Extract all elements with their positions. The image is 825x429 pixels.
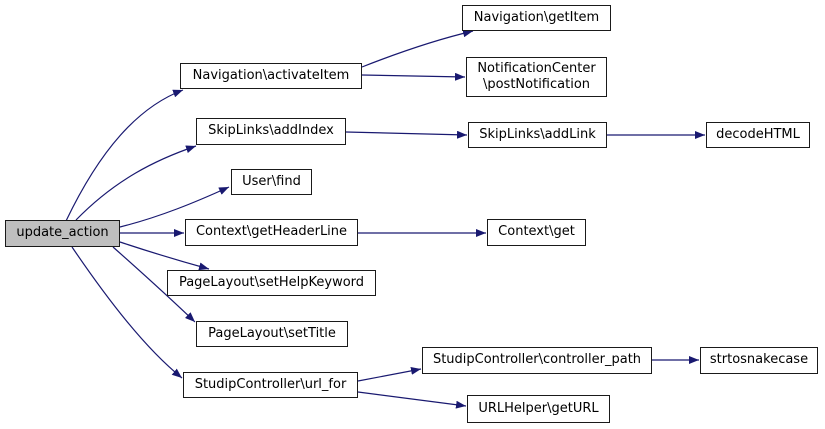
node-user-find[interactable]: User\find [231,169,312,195]
edge-update-action-to-pagelayout-settitle [112,246,196,323]
node-navigation-getitem[interactable]: Navigation\getItem [462,5,611,31]
node-urlhelper-geturl[interactable]: URLHelper\getURL [467,395,610,423]
node-pagelayout-settitle[interactable]: PageLayout\setTitle [196,321,348,347]
node-strtosnakecase[interactable]: strtosnakecase [700,347,818,374]
edge-update-action-to-skiplinks-addindex [75,145,197,221]
node-update-action: update_action [5,220,120,247]
edge-studipcontroller-url-for-to-controller-path [357,366,422,382]
edge-update-action-to-user-find [119,186,230,228]
node-pagelayout-sethelpkeyword[interactable]: PageLayout\setHelpKeyword [167,270,376,296]
edge-studipcontroller-url-for-to-urlhelper-geturl [357,391,467,409]
edge-navigation-activateitem-to-notificationcenter-postnotification [361,72,466,81]
node-skiplinks-addlink[interactable]: SkipLinks\addLink [468,122,607,148]
node-navigation-activateitem[interactable]: Navigation\activateItem [180,63,362,89]
edge-update-action-to-pagelayout-sethelpkeyword [119,241,210,271]
node-studipcontroller-url-for[interactable]: StudipController\url_for [183,372,358,398]
node-context-get[interactable]: Context\get [487,219,586,246]
node-context-getheaderline[interactable]: Context\getHeaderLine [185,219,358,246]
edge-update-action-to-studipcontroller-url-for [71,246,183,379]
edge-navigation-activateitem-to-navigation-getitem [361,29,474,68]
edge-skiplinks-addindex-to-skiplinks-addlink [345,130,468,139]
node-skiplinks-addindex[interactable]: SkipLinks\addIndex [196,118,346,145]
node-decodehtml[interactable]: decodeHTML [706,122,810,148]
node-notificationcenter-postnotification[interactable]: NotificationCenter \postNotification [466,57,607,97]
edge-update-action-to-navigation-activateitem [65,89,184,222]
node-studipcontroller-controller-path[interactable]: StudipController\controller_path [422,347,652,374]
